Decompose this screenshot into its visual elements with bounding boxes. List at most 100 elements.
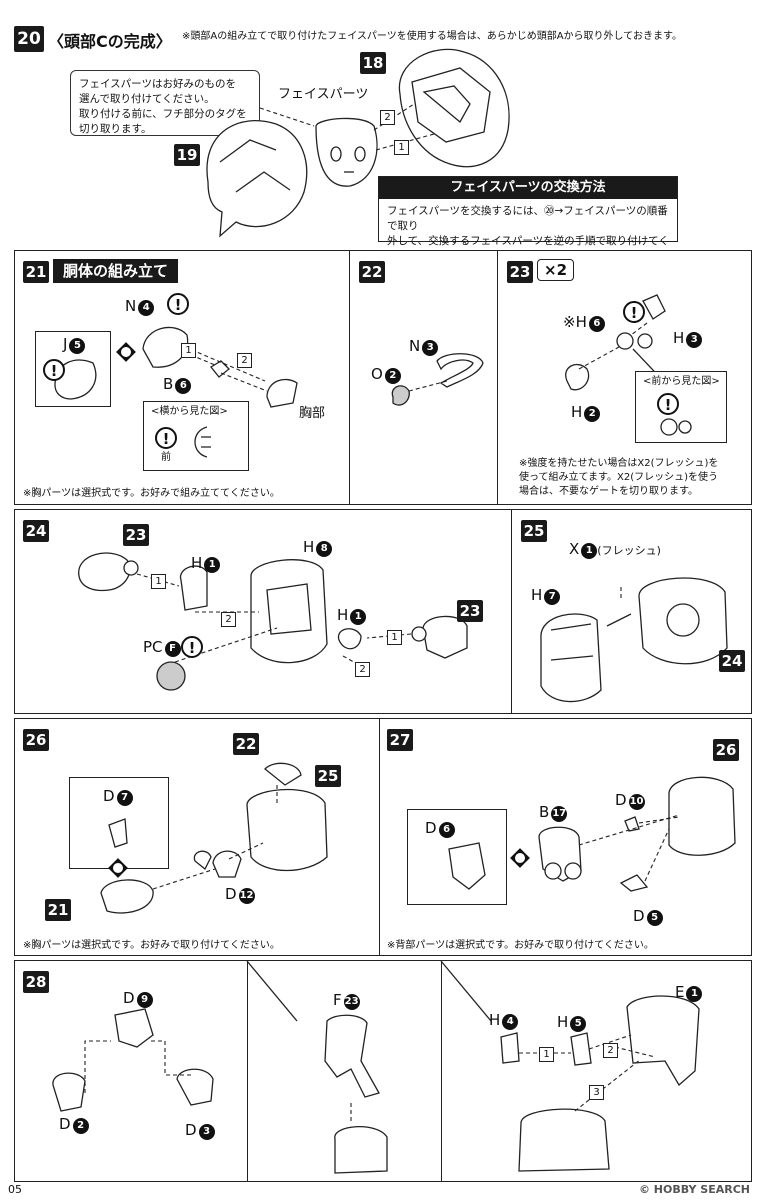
multiplier-badge: ×2 — [537, 259, 575, 281]
sequence-1: 1 — [151, 574, 166, 589]
step-number: 28 — [23, 971, 49, 993]
step-note: ※背部パーツは選択式です。お好みで取り付けてください。 — [387, 940, 654, 951]
joint-illustration — [565, 294, 670, 391]
caution-icon: ! — [43, 359, 65, 381]
sequence-1b: 1 — [387, 630, 402, 645]
caution-icon: ! — [181, 636, 203, 658]
caution-icon: ! — [623, 301, 645, 323]
step-title: 胴体の組み立て — [53, 259, 179, 283]
chest-assembly-illustration — [100, 762, 328, 914]
watermark-logo: © HOBBY SEARCH — [638, 1183, 750, 1196]
part-ref-21: 21 — [45, 899, 71, 921]
front-view-caption: <前から見た図> — [643, 376, 720, 387]
part-ref-26: 26 — [713, 739, 739, 761]
caution-icon: ! — [167, 293, 189, 315]
step-note: ※頭部Aの組み立てで取り付けたフェイスパーツを使用する場合は、あらかじめ頭部Aか… — [182, 31, 682, 42]
waist-illustration — [52, 960, 700, 1174]
part-ref-23b: 23 — [457, 600, 483, 622]
instruction-callout: フェイスパーツはお好みのものを 選んで取り付けてください。 取り付ける前に、フチ… — [70, 70, 260, 136]
sequence-1: 1 — [181, 343, 196, 358]
face-part-label: フェイスパーツ — [278, 87, 369, 102]
sequence-2: 2 — [380, 110, 395, 125]
back-assembly-illustration — [448, 776, 736, 892]
step-number: 23 — [507, 261, 533, 283]
sequence-3: 3 — [589, 1085, 604, 1100]
step-20-panel: 20 〈頭部Cの完成〉 ※頭部Aの組み立てで取り付けたフェイスパーツを使用する場… — [14, 22, 752, 262]
face-swap-title: フェイスパーツの交換方法 — [379, 177, 677, 199]
sequence-1: 1 — [394, 140, 409, 155]
caution-icon: ! — [657, 393, 679, 415]
step-number: 21 — [23, 261, 49, 283]
sequence-2: 2 — [603, 1043, 618, 1058]
torso-illustration — [54, 326, 298, 408]
part-ref-22: 22 — [233, 733, 259, 755]
step-note: ※胸パーツは選択式です。お好みで組み立ててください。 — [23, 488, 280, 499]
head-c-illustration — [206, 48, 510, 238]
torso-frame-illustration — [540, 577, 728, 703]
face-swap-box: フェイスパーツの交換方法 フェイスパーツを交換するには、⑳→フェイスパーツの順番… — [378, 176, 678, 262]
step-title: 〈頭部Cの完成〉 — [48, 32, 172, 51]
front-label: 前 — [161, 452, 171, 463]
step-number: 24 — [23, 520, 49, 542]
step-number: 27 — [387, 729, 413, 751]
side-view-caption: <横から見た図> — [151, 406, 228, 417]
front-view-box — [635, 371, 727, 443]
page-number: 05 — [8, 1183, 22, 1196]
step-note: ※強度を持たせたい場合はX2(フレッシュ)を 使って組み立てます。X2(フレッシ… — [519, 458, 719, 497]
step-note: ※胸パーツは選択式です。お好みで取り付けてください。 — [23, 940, 280, 951]
caution-icon: ! — [155, 427, 177, 449]
sequence-2: 2 — [237, 353, 252, 368]
part-ref-23: 23 — [123, 524, 149, 546]
neck-illustration — [391, 353, 484, 406]
step-number: 20 — [14, 26, 44, 52]
sequence-1: 1 — [539, 1047, 554, 1062]
step-number: 26 — [23, 729, 49, 751]
part-ref-19: 19 — [174, 144, 200, 166]
sequence-2b: 2 — [355, 662, 370, 677]
shoulder-illustration — [78, 552, 468, 691]
part-ref-24: 24 — [719, 650, 745, 672]
part-ref-18: 18 — [360, 52, 386, 74]
part-ref-25: 25 — [315, 765, 341, 787]
chest-label: 胸部 — [299, 406, 326, 421]
step-number: 25 — [521, 520, 547, 542]
